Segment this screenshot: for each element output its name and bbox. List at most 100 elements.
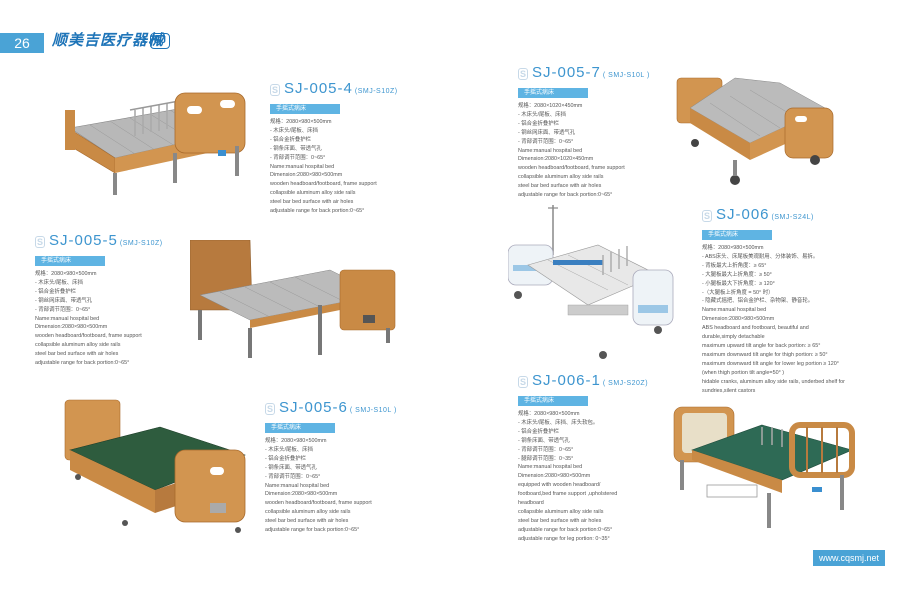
spec-line: sundries,silent castors: [702, 387, 756, 394]
product-type-tag: 手摇式病床: [518, 396, 588, 406]
s-logo-icon: S: [702, 210, 712, 222]
spec-line: - 钢条床面、带透气孔: [518, 437, 570, 444]
spec-list: 规格：2080×980×500mm - 木床头/尾板、床挡 - 铝合金折叠护栏 …: [35, 270, 195, 368]
page-header: 26 顺美吉医疗器械 SJ: [0, 33, 180, 53]
spec-line: collapsible aluminum alloy side rails: [270, 190, 356, 197]
bed-image-sj-005-6: [64, 399, 246, 533]
spec-line: 规格：2080×980×500mm: [265, 438, 327, 444]
spec-line: - 小腿板最大下折角度：≥ 120°: [702, 280, 775, 287]
spec-line: Dimension:2080×980×500mm: [270, 172, 343, 179]
product-type-tag: 手摇式病床: [35, 256, 105, 266]
spec-line: - 木床头/尾板、床挡: [35, 279, 83, 286]
spec-line: maximum upward tilt angle for back porti…: [702, 342, 821, 349]
spec-line: -（大腿板上折角度 = 50° 时）: [702, 289, 774, 296]
bed-image-sj-006-1: [673, 406, 855, 528]
spec-line: 规格：2080×980×500mm: [270, 119, 332, 125]
spec-line: headboard: [518, 500, 544, 507]
spec-line: - 铝合金折叠护栏: [518, 428, 560, 435]
spec-line: - 木床头/尾板、床挡: [270, 127, 318, 134]
spec-line: - 钢条床面、带透气孔: [265, 464, 317, 471]
s-logo-icon: S: [35, 236, 45, 248]
model-code: SJ-006-1: [532, 372, 601, 389]
product-sj-006: S SJ-006 (SMJ-S24L) 手摇式病床 规格：2080×980×50…: [702, 206, 892, 395]
spec-line: steel bar bed surface with air holes: [270, 199, 354, 206]
s-logo-icon: S: [265, 403, 275, 415]
spec-line: Dimension:2080×980×500mm: [518, 473, 591, 480]
spec-line: - 背部调节范围：0~65°: [265, 473, 321, 480]
spec-line: - 木床头/尾板、床挡: [518, 111, 566, 118]
product-sj-006-1: S SJ-006-1 ( SMJ-S20Z) 手摇式病床 规格：2080×980…: [518, 372, 668, 544]
bed-image-sj-005-7: [676, 77, 834, 185]
spec-line: Name:manual hospital bed: [270, 163, 335, 170]
spec-line: ABS headboard and footboard, beautiful a…: [702, 325, 809, 332]
s-logo-icon: S: [518, 376, 528, 388]
brand-logo: SJ: [150, 33, 170, 49]
spec-line: - 腿部调节范围：0~35°: [518, 455, 574, 462]
model-code: SJ-005-6: [279, 399, 348, 416]
page-number: 26: [0, 33, 44, 53]
spec-line: footboard,bed frame support ,upholstered: [518, 491, 618, 498]
spec-line: - 铝合金折叠护栏: [265, 455, 307, 462]
spec-line: - 钢丝网床面、带透气孔: [518, 129, 576, 136]
spec-list: 规格：2080×980×500mm - 木床头/尾板、床挡、床头软包。 - 铝合…: [518, 410, 668, 544]
model-title: S SJ-006 (SMJ-S24L): [702, 206, 892, 223]
spec-line: - 背部调节范围：0~65°: [518, 446, 574, 453]
model-title: S SJ-006-1 ( SMJ-S20Z): [518, 372, 668, 389]
spec-line: Dimension:2080×980×500mm: [35, 324, 108, 331]
spec-line: adjustable range for back portion:0~65°: [518, 192, 613, 199]
spec-line: wooden headboard/footboard, frame suppor…: [270, 181, 377, 188]
s-logo-icon: S: [270, 84, 280, 96]
product-sj-005-6: S SJ-005-6 ( SMJ-S10L ) 手摇式病床 规格：2080×98…: [265, 399, 465, 535]
s-logo-icon: S: [518, 68, 528, 80]
spec-line: - 木床头/尾板、床挡: [265, 446, 313, 453]
spec-line: Dimension:2080×980×500mm: [702, 316, 775, 323]
spec-list: 规格：2080×980×500mm - ABS床头、床尾板美观耐用、分体装饰、易…: [702, 244, 892, 395]
bed-image-sj-006: [508, 205, 674, 359]
bed-image-sj-005-5: [190, 240, 396, 358]
spec-line: steel bar bed surface with air holes: [518, 517, 602, 524]
website-url[interactable]: www.cqsmj.net: [813, 550, 886, 566]
spec-line: Name:manual hospital bed: [265, 482, 330, 489]
product-type-tag: 手摇式病床: [270, 104, 340, 114]
model-code: SJ-005-4: [284, 80, 353, 97]
spec-line: - ABS床头、床尾板美观耐用、分体装饰、易拆。: [702, 253, 819, 260]
spec-line: equipped with wooden headboard/: [518, 482, 601, 489]
spec-line: 规格：2080×980×500mm: [518, 411, 580, 417]
spec-line: - 背部调节范围：0~65°: [270, 154, 326, 161]
spec-line: adjustable range for back portion:0~65°: [270, 208, 365, 215]
model-sub: (SMJ-S24L): [771, 214, 814, 221]
spec-line: collapsible aluminum alloy side rails: [35, 342, 121, 349]
model-code: SJ-005-7: [532, 64, 601, 81]
spec-line: collapsible aluminum alloy side rails: [518, 174, 604, 181]
spec-line: adjustable range for back portion:0~65°: [265, 527, 360, 534]
model-code: SJ-006: [716, 206, 770, 223]
product-sj-005-4: S SJ-005-4 (SMJ-S10Z) 手摇式病床 规格：2080×980×…: [270, 80, 470, 216]
spec-line: - 钢丝网床面、带透气孔: [35, 297, 93, 304]
spec-line: Name:manual hospital bed: [518, 147, 583, 154]
spec-line: - 木床头/尾板、床挡、床头软包。: [518, 419, 599, 426]
spec-line: steel bar bed surface with air holes: [35, 351, 119, 358]
spec-line: adjustable range for leg portion: 0~35°: [518, 535, 610, 542]
spec-line: Name:manual hospital bed: [35, 315, 100, 322]
spec-line: - 背部调节范围：0~65°: [35, 306, 91, 313]
spec-line: - 铝合金折叠护栏: [35, 288, 77, 295]
spec-line: Name:manual hospital bed: [518, 464, 583, 471]
spec-line: Dimension:2080×980×500mm: [265, 491, 338, 498]
bed-image-sj-005-4: [65, 92, 246, 195]
spec-line: adjustable range for back portion:0~65°: [518, 526, 613, 533]
spec-line: wooden headboard/footboard, frame suppor…: [35, 333, 142, 340]
spec-line: 规格：2080×1020×450mm: [518, 103, 583, 109]
spec-line: - 铝合金折叠护栏: [518, 120, 560, 127]
product-sj-005-7: S SJ-005-7 ( SMJ-S10L ) 手摇式病床 规格：2080×10…: [518, 64, 668, 200]
brand-name: 顺美吉医疗器械: [52, 32, 165, 49]
spec-list: 规格：2080×1020×450mm - 木床头/尾板、床挡 - 铝合金折叠护栏…: [518, 102, 668, 200]
spec-list: 规格：2080×980×500mm - 木床头/尾板、床挡 - 铝合金折叠护栏 …: [270, 118, 470, 216]
spec-line: durable,simply detachable: [702, 334, 765, 341]
spec-line: maximum downward tilt angle for thigh po…: [702, 351, 828, 358]
model-title: S SJ-005-4 (SMJ-S10Z): [270, 80, 470, 97]
model-title: S SJ-005-6 ( SMJ-S10L ): [265, 399, 465, 416]
model-title: S SJ-005-5 (SMJ-S10Z): [35, 232, 195, 249]
spec-line: 规格：2080×980×500mm: [35, 271, 97, 277]
model-code: SJ-005-5: [49, 232, 118, 249]
spec-list: 规格：2080×980×500mm - 木床头/尾板、床挡 - 铝合金折叠护栏 …: [265, 437, 465, 535]
